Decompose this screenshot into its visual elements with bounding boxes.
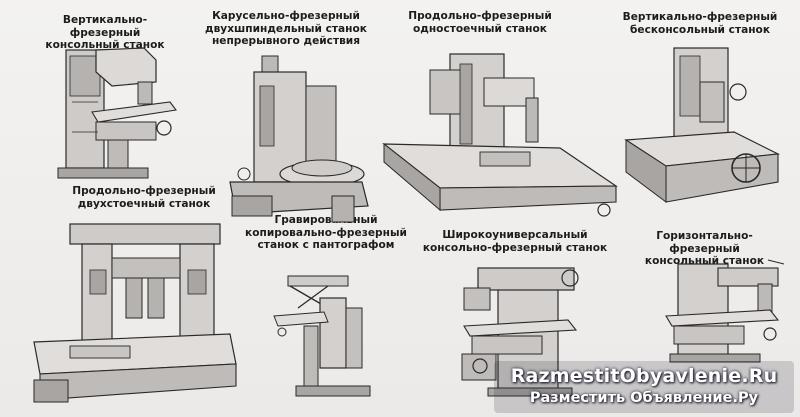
vertical-bedtype-machine-illustration: [622, 42, 782, 212]
wide-universal-milling-machine-illustration: [458, 258, 588, 398]
planer-single-column-machine-illustration: [380, 40, 620, 220]
watermark-line-cyrillic: Разместить Объявление.Ру: [529, 390, 759, 406]
carousel-milling-machine-illustration: [222, 46, 372, 228]
watermark: RazmestitObyavlenie.Ru Разместить Объявл…: [494, 361, 794, 413]
engraving-pantograph-machine-illustration: [268, 268, 378, 402]
vertical-console-milling-machine-illustration: [52, 42, 182, 184]
caption-wide-universal: Широкоуниверсальный консольно-фрезерный …: [422, 229, 608, 254]
caption-planer-double-column: Продольно-фрезерный двухстоечный станок: [72, 185, 216, 210]
caption-carousel-milling: Карусельно-фрезерный двухшпиндельный ста…: [205, 10, 367, 47]
caption-engraving-pantograph: Гравировальный копировально-фрезерный ст…: [245, 214, 407, 251]
caption-planer-single-column: Продольно-фрезерный одностоечный станок: [408, 10, 552, 35]
watermark-line-latin: RazmestitObyavlenie.Ru: [510, 365, 778, 387]
planer-double-column-machine-illustration: [30, 214, 240, 410]
caption-vertical-bedtype: Вертикально-фрезерный бесконсольный стан…: [622, 11, 778, 36]
caption-vertical-console-milling: Вертикально-фрезерный консольный станок: [45, 14, 165, 51]
caption-horizontal-console: Горизонтально-фрезерный консольный стано…: [644, 230, 765, 267]
horizontal-console-milling-machine-illustration: [658, 254, 788, 364]
